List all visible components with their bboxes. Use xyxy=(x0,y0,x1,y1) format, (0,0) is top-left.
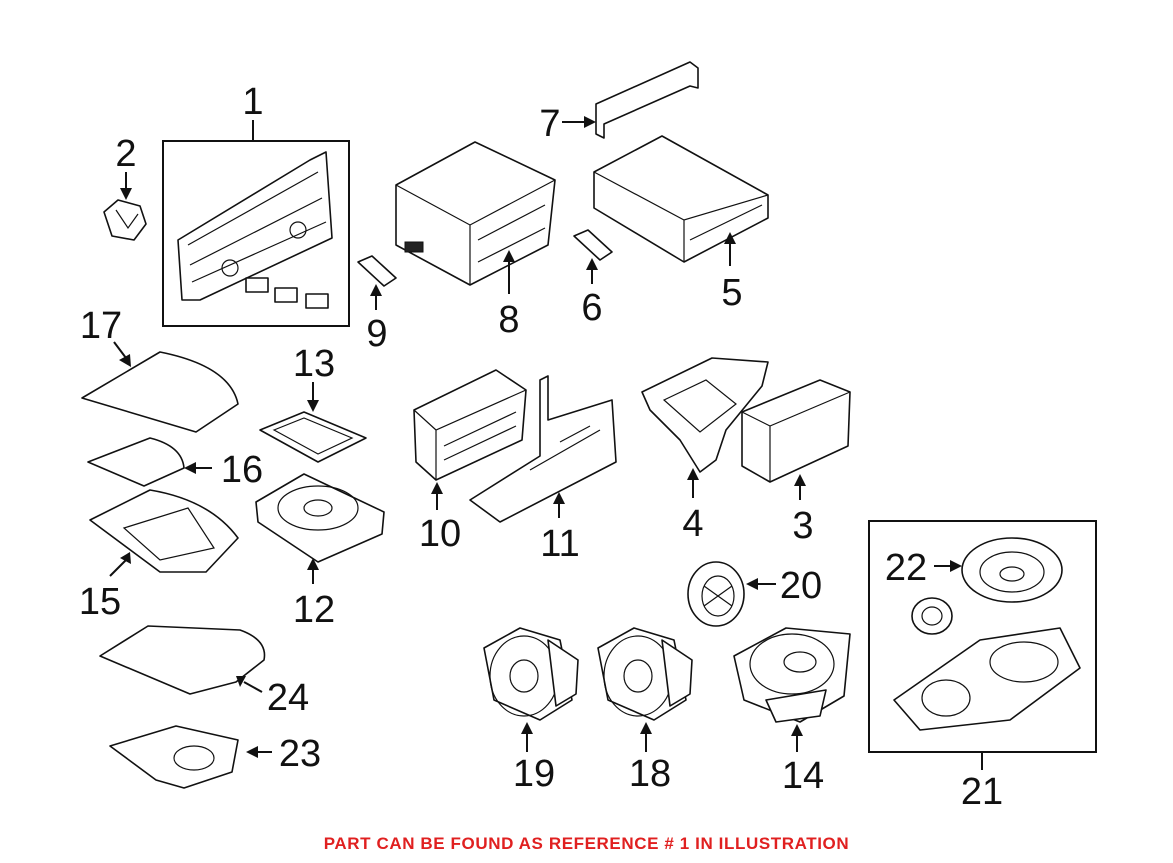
callout-18: 18 xyxy=(629,753,671,795)
callout-13: 13 xyxy=(293,343,335,385)
leader-lines xyxy=(109,116,983,770)
part-12-subwoofer-housing xyxy=(255,473,385,563)
part-21-speaker-kit xyxy=(868,520,1097,753)
callout-7: 7 xyxy=(539,103,560,145)
callout-10: 10 xyxy=(419,513,461,555)
part-15-speaker-housing xyxy=(89,489,239,573)
part-9-bushing xyxy=(357,255,397,287)
callout-23: 23 xyxy=(279,733,321,775)
part-17-trim-cover xyxy=(81,351,239,433)
callout-11: 11 xyxy=(540,523,579,565)
part-11-amplifier-bracket xyxy=(469,375,617,523)
part-23-speaker-bracket xyxy=(109,725,239,789)
callout-4: 4 xyxy=(682,503,703,545)
part-7-bracket xyxy=(595,61,699,139)
part-10-amplifier xyxy=(413,369,527,481)
callout-1: 1 xyxy=(242,81,263,123)
callout-5: 5 xyxy=(721,272,742,314)
callout-2: 2 xyxy=(115,133,136,175)
callout-6: 6 xyxy=(581,287,602,329)
part-24-trim-panel xyxy=(99,625,266,695)
callout-8: 8 xyxy=(498,299,519,341)
callout-12: 12 xyxy=(293,589,335,631)
part-14-speaker xyxy=(733,627,851,723)
part-13-gasket xyxy=(259,411,367,463)
part-16-grille xyxy=(87,437,185,487)
reference-note: PART CAN BE FOUND AS REFERENCE # 1 IN IL… xyxy=(323,834,850,853)
callout-20: 20 xyxy=(780,565,822,607)
callout-24: 24 xyxy=(267,677,309,719)
callout-22: 22 xyxy=(885,547,927,589)
callout-9: 9 xyxy=(366,313,387,355)
part-4-mounting-bracket xyxy=(641,357,769,473)
part-5-media-drive xyxy=(593,135,769,263)
callout-14: 14 xyxy=(782,755,824,797)
part-1-control-panel xyxy=(162,140,350,327)
callout-3: 3 xyxy=(792,505,813,547)
callout-17: 17 xyxy=(80,305,122,347)
part-6-bushing xyxy=(573,229,613,261)
callout-15: 15 xyxy=(79,581,121,623)
part-20-tweeter xyxy=(687,561,745,627)
part-19-speaker xyxy=(483,627,579,721)
part-2-clip xyxy=(103,199,147,241)
callout-19: 19 xyxy=(513,753,555,795)
callout-21: 21 xyxy=(961,771,1003,813)
part-8-head-unit xyxy=(395,141,556,286)
part-3-control-unit xyxy=(741,379,851,483)
reference-numbers: 1 2 3 4 5 6 7 8 9 10 11 12 13 14 15 16 1… xyxy=(79,81,1003,813)
callout-16: 16 xyxy=(221,449,263,491)
part-18-speaker xyxy=(597,627,693,721)
